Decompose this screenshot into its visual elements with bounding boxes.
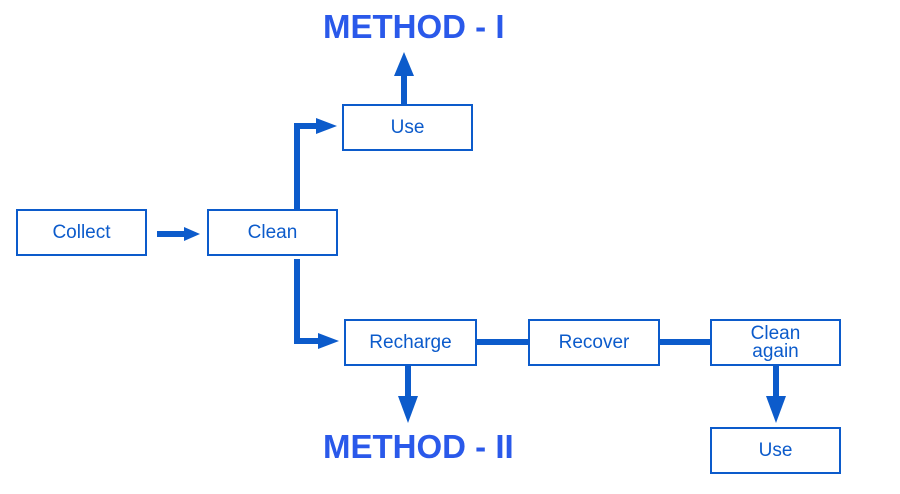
node-collect: Collect — [16, 209, 147, 256]
node-clean-again: Clean again — [710, 319, 841, 366]
arrowhead-use-1 — [316, 118, 337, 134]
method-1-title: METHOD - I — [323, 8, 505, 45]
arrowhead-method-2 — [398, 396, 418, 423]
node-recharge: Recharge — [344, 319, 477, 366]
arrowhead-clean — [184, 227, 200, 241]
node-clean: Clean — [207, 209, 338, 256]
node-use-1: Use — [342, 104, 473, 151]
node-recover: Recover — [528, 319, 660, 366]
method-2-title: METHOD - II — [323, 428, 514, 465]
arrowhead-method-1 — [394, 52, 414, 76]
connector-clean-use — [294, 123, 318, 209]
node-use-2: Use — [710, 427, 841, 474]
arrowhead-use-2 — [766, 396, 786, 423]
connector-clean-recharge — [294, 259, 320, 344]
arrowhead-recharge — [318, 333, 339, 349]
